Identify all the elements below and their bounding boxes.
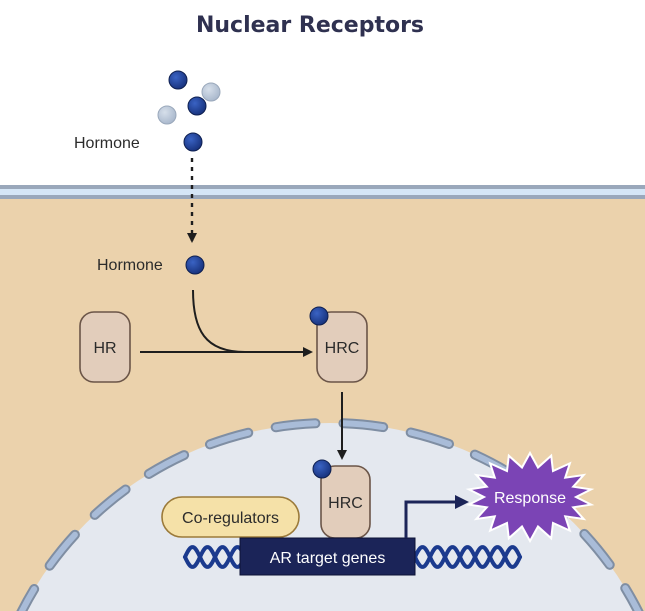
bound-hormone-icon xyxy=(309,306,329,326)
dna-strand xyxy=(183,545,244,569)
transcription-arrow xyxy=(404,495,469,538)
inactive-hormone-icon xyxy=(201,82,221,102)
extracellular-space xyxy=(0,0,645,186)
response: Response xyxy=(465,450,595,544)
hrc-label-nucleus: HRC xyxy=(328,495,363,512)
hormone-molecule-icon xyxy=(187,96,207,116)
hormone-receptor: HR xyxy=(79,311,131,383)
hormone-cluster xyxy=(157,70,221,152)
hormone-label-inside: Hormone xyxy=(97,257,163,274)
page-title: Nuclear Receptors xyxy=(196,13,424,38)
hormone-receptor-complex-nucleus: HRC xyxy=(312,459,371,539)
bound-hormone-nucleus-icon xyxy=(312,459,332,479)
dna-helix xyxy=(183,545,522,569)
plasma-membrane xyxy=(0,185,645,199)
coregulators-label: Co-regulators xyxy=(182,510,279,527)
coregulators: Co-regulators xyxy=(161,496,300,538)
response-label: Response xyxy=(494,490,566,507)
hormone-molecule-icon xyxy=(183,132,203,152)
hormone-label-outside: Hormone xyxy=(74,135,140,152)
hormone-molecule-icon xyxy=(185,255,205,275)
response-starburst xyxy=(465,450,595,544)
dna-strand xyxy=(183,545,244,569)
hormone-molecule-icon xyxy=(168,70,188,90)
hormone-receptor-complex-cytoplasm: HRC xyxy=(309,306,368,383)
dna-strand xyxy=(413,545,522,569)
hrc-label-cytoplasm: HRC xyxy=(325,340,360,357)
dna-strand xyxy=(413,545,522,569)
target-genes-label: AR target genes xyxy=(270,550,386,567)
inactive-hormone-icon xyxy=(157,105,177,125)
hr-label: HR xyxy=(93,340,116,357)
target-genes: AR target genes xyxy=(239,537,416,576)
